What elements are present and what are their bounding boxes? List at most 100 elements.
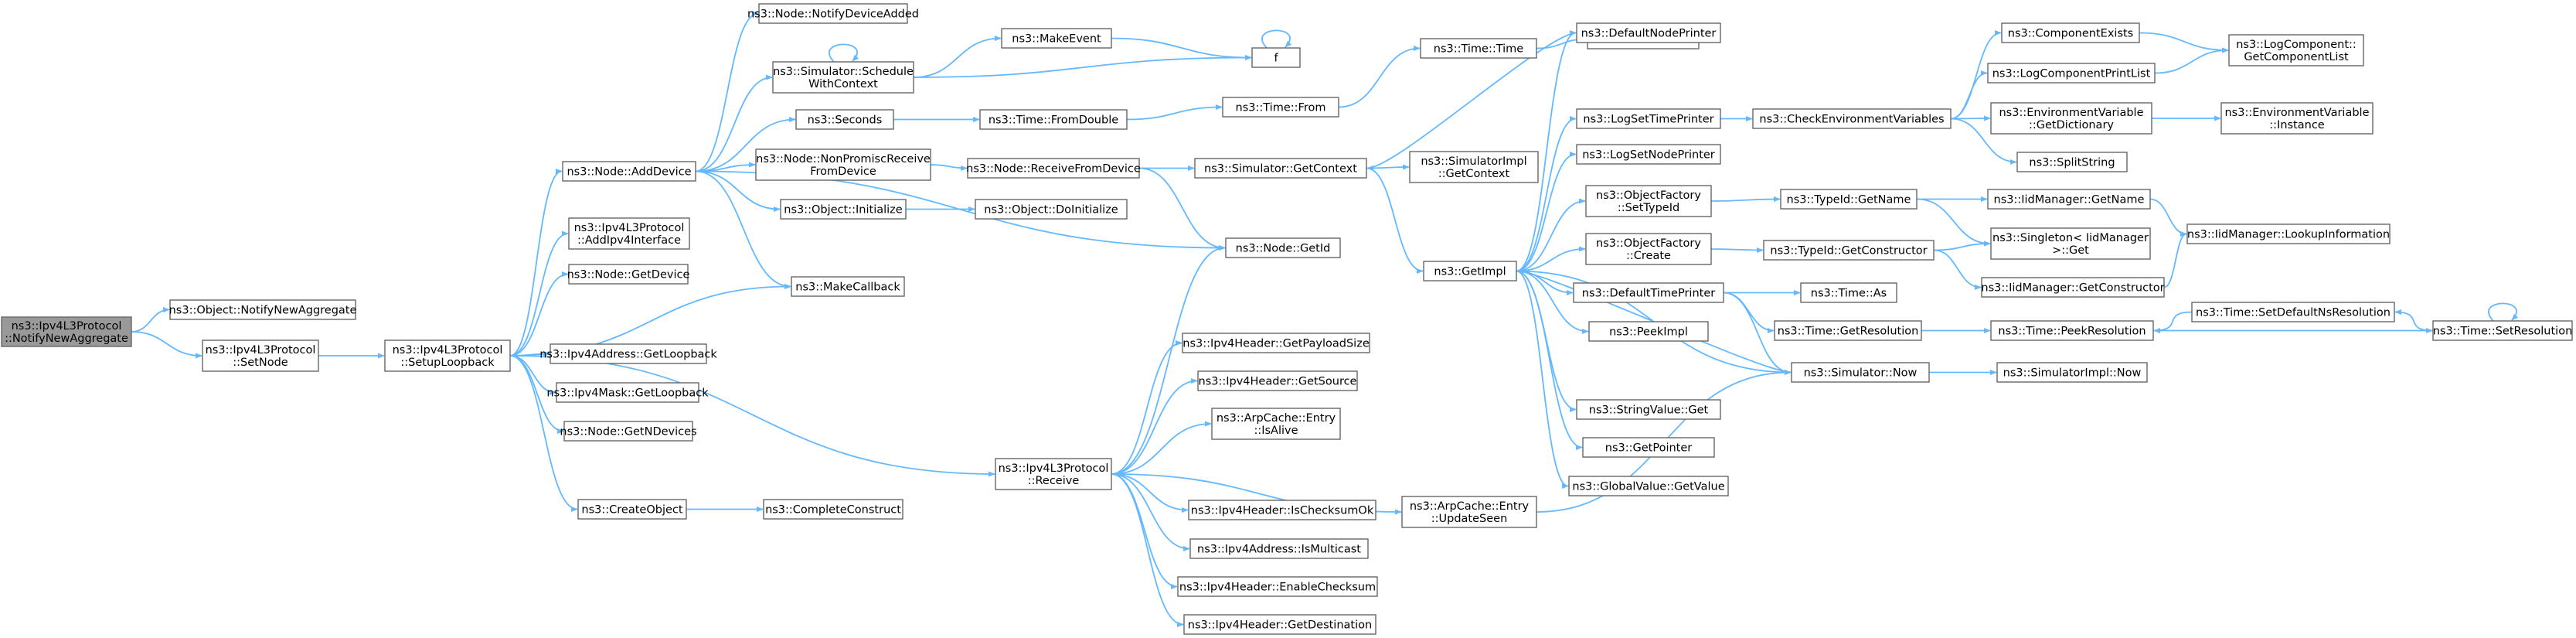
node-compexists[interactable]: ns3::ComponentExists (2001, 22, 2140, 43)
node-logcompgetlist[interactable]: ns3::LogComponent::GetComponentList (2228, 34, 2364, 67)
node-getpayloadsize[interactable]: ns3::Ipv4Header::GetPayloadSize (1182, 333, 1370, 353)
node-recvfromdevice[interactable]: ns3::Node::ReceiveFromDevice (966, 158, 1141, 179)
node-f[interactable]: f (1251, 47, 1301, 68)
edge-receive-to-getpayloadsize (1111, 339, 1183, 475)
node-label: ns3::Node::GetDevice (567, 269, 690, 281)
node-iidmgrlookup[interactable]: ns3::IidManager::LookupInformation (2186, 223, 2391, 244)
node-seconds[interactable]: ns3::Seconds (795, 109, 894, 130)
node-iidmgrgetname[interactable]: ns3::IidManager::GetName (1987, 189, 2151, 210)
node-box (1568, 476, 1729, 496)
edge-getimpl-to-getpointer (1516, 270, 1583, 451)
node-label: ns3::ArpCache::Entry (1217, 412, 1336, 425)
node-box (2432, 320, 2573, 341)
node-getdestination[interactable]: ns3::Ipv4Header::GetDestination (1183, 614, 1376, 635)
node-objinit[interactable]: ns3::Object::Initialize (780, 199, 907, 220)
edge-setuploop-to-adddevice (509, 168, 563, 357)
node-logsettimeprinter[interactable]: ns3::LogSetTimePrinter (1576, 108, 1721, 129)
node-label: ns3::Time::FromDouble (989, 114, 1118, 127)
node-box (1225, 237, 1341, 258)
node-label: ns3::ComponentExists (2008, 28, 2134, 40)
node-ipv4addr-loop[interactable]: ns3::Ipv4Address::GetLoopback (539, 343, 717, 364)
node-addipv4if[interactable]: ns3::Ipv4L3Protocol::AddIpv4Interface (568, 217, 690, 250)
node-label: ns3::GetImpl (1434, 266, 1506, 278)
node-timegetres[interactable]: ns3::Time::GetResolution (1774, 320, 1922, 341)
node-ismulticast[interactable]: ns3::Ipv4Address::IsMulticast (1189, 538, 1369, 559)
node-checkenv[interactable]: ns3::CheckEnvironmentVariables (1752, 108, 1952, 129)
node-timesetres[interactable]: ns3::Time::SetResolution (2432, 320, 2573, 341)
node-adddevice[interactable]: ns3::Node::AddDevice (562, 161, 696, 182)
node-doinit[interactable]: ns3::Object::DoInitialize (975, 199, 1128, 220)
node-label: ns3::LogComponentPrintList (1992, 68, 2151, 80)
node-getndevices[interactable]: ns3::Node::GetNDevices (560, 421, 697, 442)
node-envinstance[interactable]: ns3::EnvironmentVariable::Instance (2220, 102, 2374, 135)
edge-root-to-obj-nna (131, 306, 170, 333)
node-simnow[interactable]: ns3::Simulator::Now (1791, 362, 1930, 383)
node-iidmgrgetctor[interactable]: ns3::IidManager::GetConstructor (1981, 277, 2165, 298)
node-box (1189, 538, 1369, 559)
node-box (1182, 333, 1370, 353)
node-createobject[interactable]: ns3::CreateObject (577, 499, 687, 520)
node-completeconstruct[interactable]: ns3::CompleteConstruct (763, 499, 903, 520)
edge-getimpl-to-defnodeprinter (1516, 29, 1577, 272)
node-simimplgetctx[interactable]: ns3::SimulatorImpl::GetContext (1409, 151, 1539, 183)
node-box (1987, 189, 2151, 210)
node-label: WithContext (808, 78, 878, 90)
node-label: ns3::ArpCache::Entry (1410, 500, 1530, 513)
node-simgetctx[interactable]: ns3::Simulator::GetContext (1194, 158, 1367, 179)
node-box (568, 217, 690, 250)
node-root[interactable]: ns3::Ipv4L3Protocol::NotifyNewAggregate (1, 316, 132, 347)
node-box (1774, 320, 1922, 341)
node-defnodeprinter[interactable]: ns3::DefaultNodePrinter (1576, 22, 1721, 43)
node-box (1001, 28, 1112, 49)
node-box (1194, 158, 1367, 179)
node-setuploop[interactable]: ns3::Ipv4L3Protocol::SetupLoopback (384, 339, 511, 372)
edge-getimpl-to-objfactsettypeid (1516, 198, 1586, 272)
node-getpointer[interactable]: ns3::GetPointer (1582, 437, 1715, 458)
node-timefrom[interactable]: ns3::Time::From (1222, 97, 1339, 118)
node-arpisalive[interactable]: ns3::ArpCache::Entry::IsAlive (1211, 408, 1341, 440)
edge-getimpl-to-logsettimeprinter (1516, 115, 1577, 272)
node-makeevent[interactable]: ns3::MakeEvent (1001, 28, 1112, 49)
node-envgetdict[interactable]: ns3::EnvironmentVariable::GetDictionary (1990, 102, 2152, 135)
node-timepeekres[interactable]: ns3::Time::PeekResolution (1990, 320, 2154, 341)
node-timeas[interactable]: ns3::Time::As (1800, 282, 1897, 303)
node-getdevice[interactable]: ns3::Node::GetDevice (567, 264, 690, 285)
node-getsource[interactable]: ns3::Ipv4Header::GetSource (1197, 370, 1358, 391)
node-typeidgetname[interactable]: ns3::TypeId::GetName (1780, 189, 1918, 210)
node-enablechecksum[interactable]: ns3::Ipv4Header::EnableChecksum (1177, 576, 1378, 597)
node-splitstring[interactable]: ns3::SplitString (2016, 152, 2128, 172)
edge-objfactcreate-to-typeidgetctor (1710, 247, 1764, 254)
node-obj-nna[interactable]: ns3::Object::NotifyNewAggregate (169, 299, 357, 320)
node-receive[interactable]: ns3::Ipv4L3Protocol::Receive (995, 458, 1112, 490)
node-box (755, 148, 931, 181)
node-ipv4mask-loop[interactable]: ns3::Ipv4Mask::GetLoopback (546, 382, 709, 403)
node-ischecksumok[interactable]: ns3::Ipv4Header::IsChecksumOk (1188, 500, 1376, 520)
node-makecallback[interactable]: ns3::MakeCallback (791, 276, 905, 297)
node-nodegetid[interactable]: ns3::Node::GetId (1225, 237, 1341, 258)
node-timetime[interactable]: ns3::Time::Time (1420, 38, 1537, 59)
node-singletonget[interactable]: ns3::Singleton< IidManager>::Get (1990, 227, 2151, 260)
node-typeidgetctor[interactable]: ns3::TypeId::GetConstructor (1763, 240, 1935, 261)
node-logsetnodeprinter[interactable]: ns3::LogSetNodePrinter (1576, 144, 1721, 165)
node-timesetdefaultns[interactable]: ns3::Time::SetDefaultNsResolution (2191, 302, 2395, 322)
edge-timefrom-to-timetime (1338, 45, 1421, 108)
node-setnode[interactable]: ns3::Ipv4L3Protocol::SetNode (202, 339, 319, 372)
node-label: ::GetContext (1438, 168, 1510, 180)
node-getimpl[interactable]: ns3::GetImpl (1423, 261, 1517, 281)
node-label: ns3::Ipv4Header::GetSource (1199, 376, 1357, 388)
node-notifydeviceadded[interactable]: ns3::Node::NotifyDeviceAdded (747, 3, 919, 24)
node-globalvalueget[interactable]: ns3::GlobalValue::GetValue (1568, 476, 1729, 496)
node-arpupdateseen[interactable]: ns3::ArpCache::Entry::UpdateSeen (1401, 496, 1537, 528)
node-objfactsettypeid[interactable]: ns3::ObjectFactory::SetTypeId (1585, 185, 1712, 217)
node-label: ns3::Ipv4Address::GetLoopback (539, 349, 717, 361)
node-box (1409, 151, 1539, 183)
node-objfactcreate[interactable]: ns3::ObjectFactory::Create (1585, 233, 1712, 265)
node-simimplnow[interactable]: ns3::SimulatorImpl::Now (1996, 362, 2148, 383)
node-fromdouble[interactable]: ns3::Time::FromDouble (979, 109, 1128, 130)
node-peekimpl[interactable]: ns3::PeekImpl (1588, 321, 1709, 342)
node-deftimeprinter[interactable]: ns3::DefaultTimePrinter (1573, 282, 1724, 303)
node-logcompprintlist[interactable]: ns3::LogComponentPrintList (1987, 63, 2156, 84)
node-stringvalueget[interactable]: ns3::StringValue::Get (1576, 399, 1721, 420)
